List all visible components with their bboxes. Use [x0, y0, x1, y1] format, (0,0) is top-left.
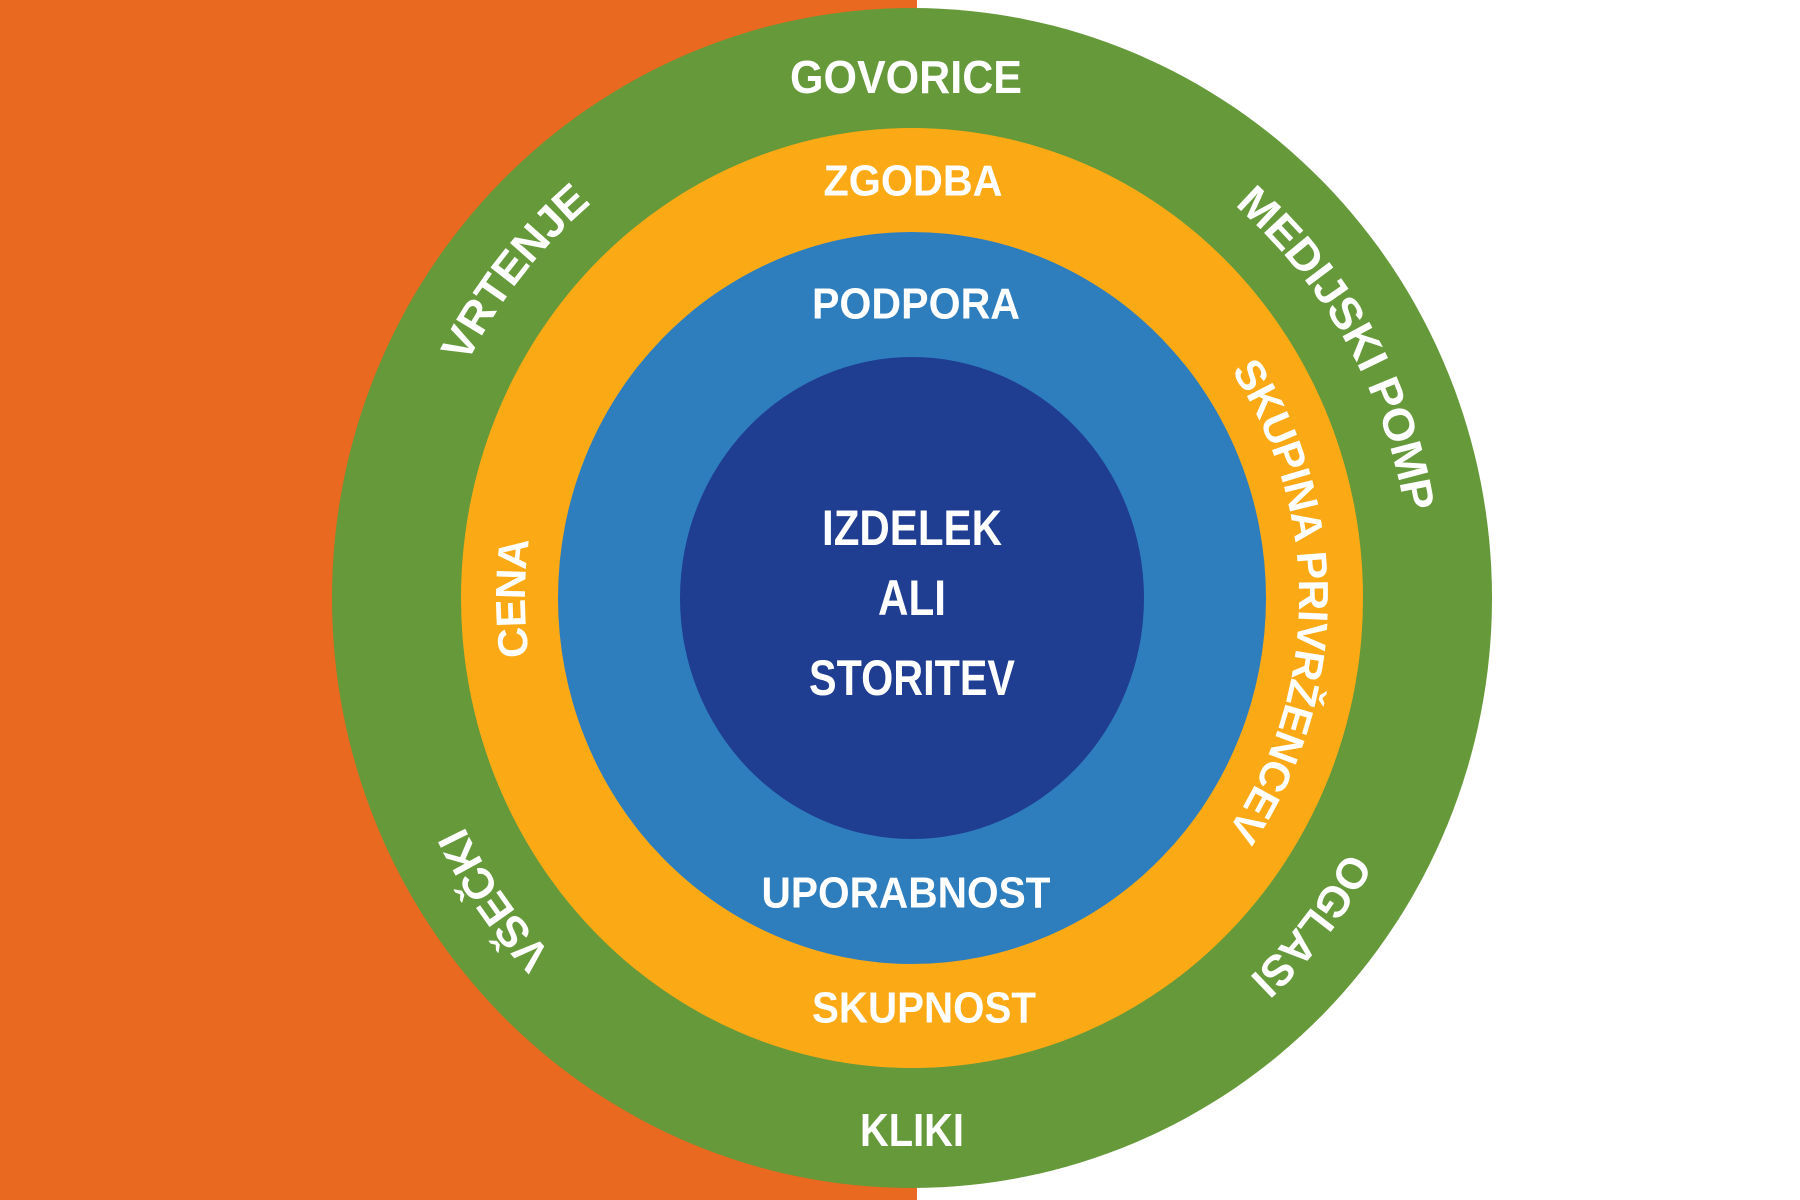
middle-ring-label-left: CENA: [486, 536, 537, 661]
core-circle: [680, 357, 1144, 839]
core-label-line1: IZDELEK: [822, 500, 1002, 556]
core-label-line2: ALI: [878, 570, 946, 626]
core-label-line3: STORITEV: [809, 650, 1016, 706]
middle-ring-label-bottom: SKUPNOST: [812, 984, 1036, 1033]
middle-ring-label-left-path: CENA: [486, 536, 537, 661]
inner-ring-label-top: PODPORA: [812, 280, 1020, 329]
outer-ring-label-top: GOVORICE: [790, 51, 1022, 103]
outer-ring-label-bottom: KLIKI: [860, 1104, 964, 1156]
middle-ring-label-top: ZGODBA: [824, 157, 1003, 206]
inner-ring-label-bottom: UPORABNOST: [762, 869, 1051, 918]
